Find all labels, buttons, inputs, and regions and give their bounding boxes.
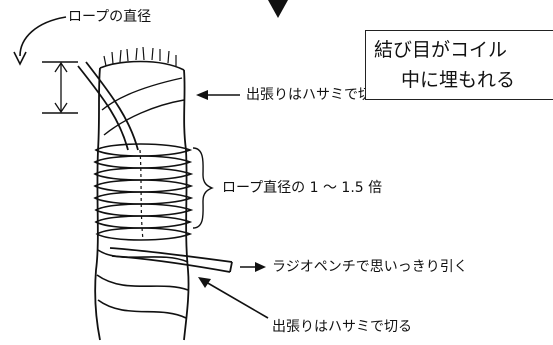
frayed-fibers [103, 46, 177, 67]
arrow-trim-bottom [205, 281, 269, 319]
trim-top-label: 出張りはハサミで切る [246, 87, 386, 103]
coil-length-label: ロープ直径の 1 ～ 1.5 倍 [222, 180, 383, 196]
note-line-2: 中に埋もれる [401, 69, 516, 91]
rope-diameter-label: ロープの直径 [68, 9, 152, 25]
loose-end-top [77, 65, 129, 151]
top-arrow-marker [268, 0, 288, 18]
rope-left-edge [94, 67, 101, 341]
rope-strands [96, 249, 189, 319]
pull-label: ラジオペンチで思いっきり引く [272, 259, 468, 275]
loose-end-bottom [109, 247, 233, 263]
note-box: 結び目がコイル 中に埋もれる [365, 30, 553, 100]
note-line-1: 結び目がコイル [374, 39, 508, 61]
rope-right-edge [183, 69, 190, 341]
coil-brace [192, 147, 214, 229]
diameter-curve [19, 16, 67, 57]
trim-bottom-label: 出張りはハサミで切る [272, 319, 412, 335]
coil-wraps [93, 143, 194, 241]
